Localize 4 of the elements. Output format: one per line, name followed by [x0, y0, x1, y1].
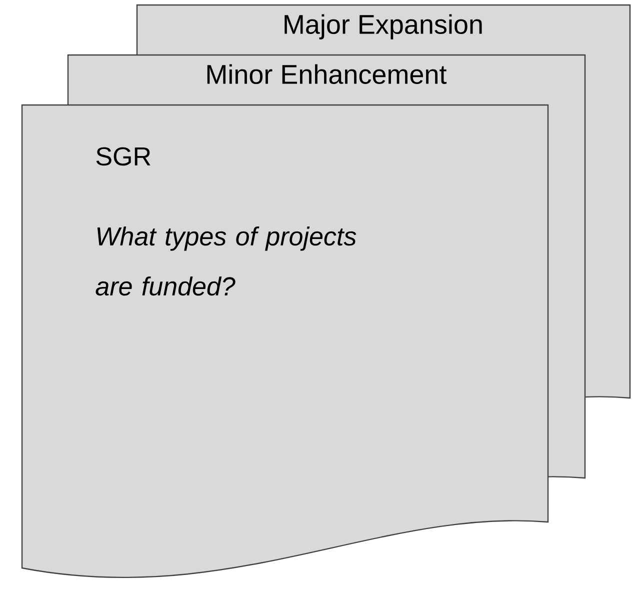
document-title: Minor Enhancement — [207, 64, 447, 84]
question-text: What types of projects are funded? — [96, 226, 356, 296]
document-title: Major Expansion — [284, 14, 482, 40]
heading: SGR — [96, 147, 150, 166]
